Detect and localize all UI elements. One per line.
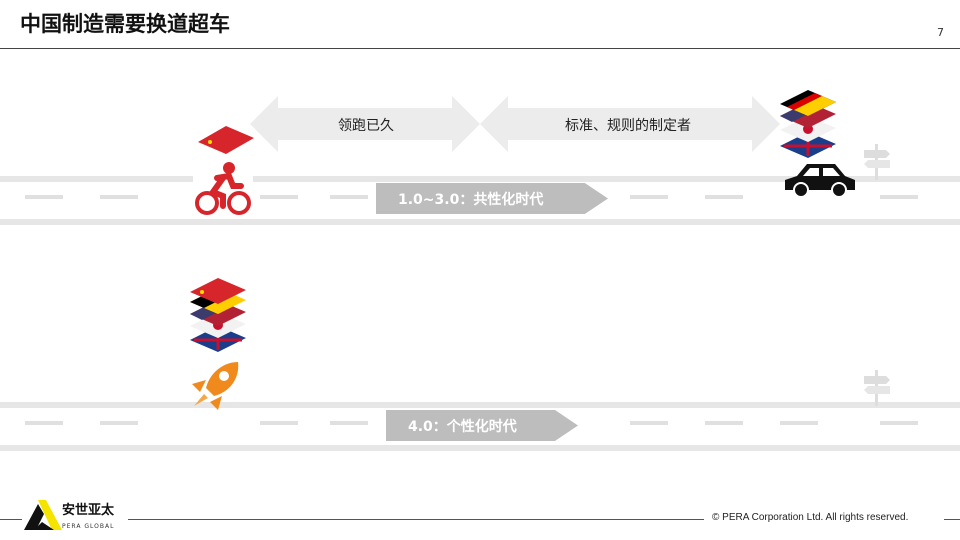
road-edge-bottom-2 xyxy=(0,445,960,451)
era-banner-top: 1.0~3.0：共性化时代 xyxy=(376,183,608,214)
double-arrows xyxy=(250,96,780,152)
arrow-label-standard-setter: 标准、规则的制定者 xyxy=(565,118,691,134)
cyclist-icon xyxy=(193,160,253,216)
left-double-arrow xyxy=(250,96,480,152)
logo-text: 安世亚太 xyxy=(62,503,115,518)
road-edge-bottom xyxy=(0,219,960,225)
era-label-bottom: 4.0：个性化时代 xyxy=(408,418,517,435)
footer-line-right xyxy=(944,519,960,520)
footer-divider xyxy=(128,519,704,520)
logo-subtext: PERA GLOBAL xyxy=(62,523,115,530)
arrow-label-leading: 领跑已久 xyxy=(338,118,394,134)
right-double-arrow xyxy=(480,96,780,152)
pera-logo-icon xyxy=(24,500,62,530)
car-icon xyxy=(785,164,855,198)
flag-stack-icon-2 xyxy=(190,278,246,352)
footer-line-left xyxy=(0,519,22,520)
copyright-text: © PERA Corporation Ltd. All rights reser… xyxy=(712,512,909,523)
page-title: 中国制造需要换道超车 xyxy=(20,12,230,36)
signpost-icon xyxy=(864,144,890,180)
road-edge-top xyxy=(0,176,960,182)
era-label-top: 1.0~3.0：共性化时代 xyxy=(398,191,544,208)
rocket-icon xyxy=(192,362,239,410)
flag-stack-icon xyxy=(780,90,836,158)
page-number: 7 xyxy=(937,26,944,39)
road-edge-top-2 xyxy=(0,402,960,408)
header-divider xyxy=(0,48,960,49)
signpost-icon-2 xyxy=(864,370,890,406)
china-flag-icon xyxy=(198,126,254,154)
era-banner-bottom: 4.0：个性化时代 xyxy=(386,410,578,441)
